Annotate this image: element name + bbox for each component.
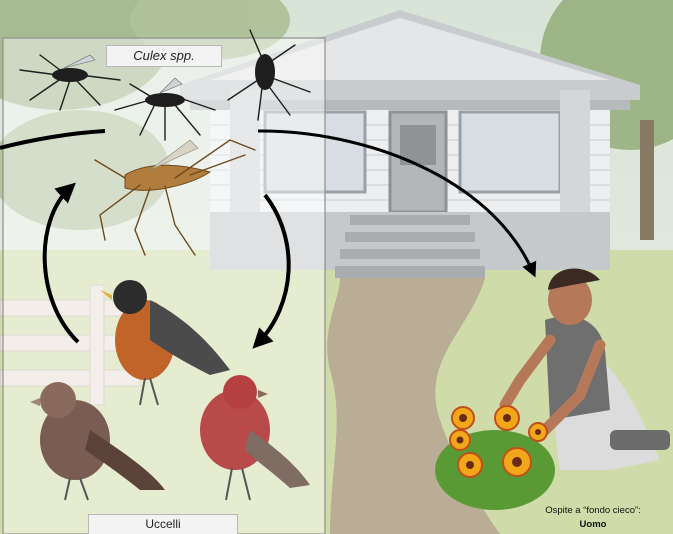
reservoir-hosts-label: Uccelli <box>88 514 238 534</box>
vector-label: Culex spp. <box>106 45 222 67</box>
dead-end-host-name: Uomo <box>518 518 668 532</box>
dead-end-host-caption: Ospite a “fondo cieco”: Uomo <box>518 504 668 532</box>
dead-end-caption-text: Ospite a “fondo cieco”: <box>545 505 641 516</box>
